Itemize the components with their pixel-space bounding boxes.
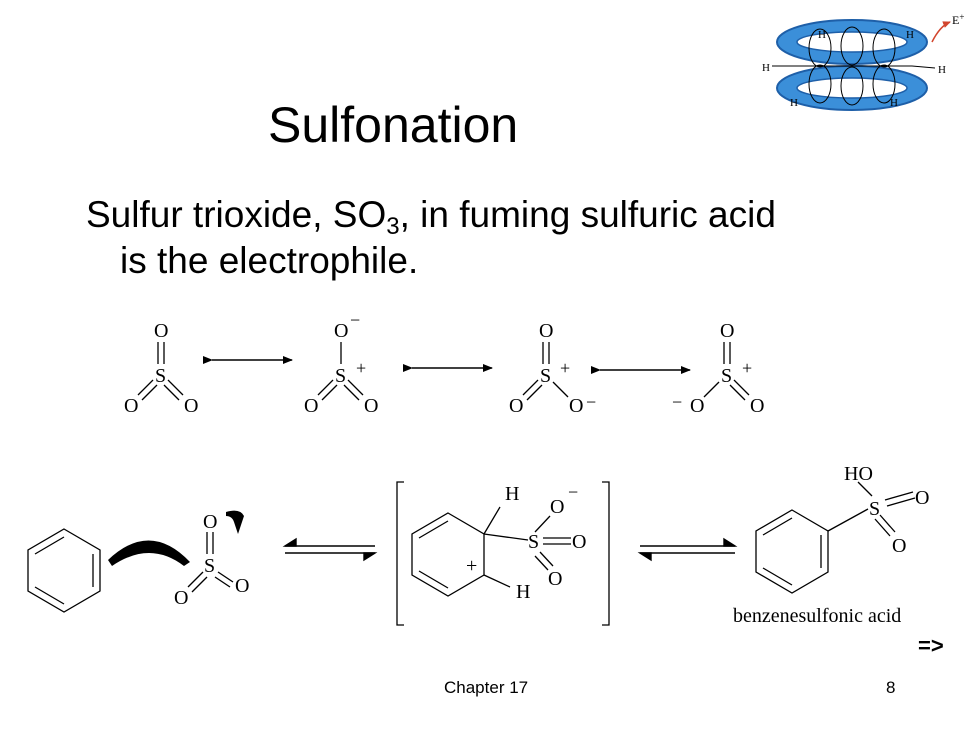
svg-text:O: O [690,395,704,417]
svg-text:O: O [154,320,168,342]
svg-text:O: O [572,531,586,553]
resonance-row: O S O O O − S + O O O [124,310,764,417]
svg-text:O: O [539,320,553,342]
svg-text:O: O [184,395,198,417]
svg-text:S: S [204,555,215,577]
svg-text:O: O [203,511,217,533]
svg-text:S: S [869,498,880,520]
svg-text:H: H [505,483,519,505]
svg-text:HO: HO [844,463,873,485]
footer-chapter: Chapter 17 [444,678,529,697]
svg-text:S: S [528,531,539,553]
benzenesulfonic-acid: HO S O O [755,463,929,594]
next-slide-arrow[interactable]: => [918,633,944,658]
so3-electrophile: O S O O [174,511,249,609]
svg-text:S: S [540,365,551,387]
svg-text:O: O [304,395,318,417]
svg-text:O: O [364,395,378,417]
svg-text:+: + [560,358,570,378]
svg-text:−: − [568,482,578,502]
electron-push-arrow-icon [226,510,244,534]
svg-text:O: O [124,395,138,417]
svg-text:O: O [720,320,734,342]
svg-text:O: O [509,395,523,417]
so3-resonance-1: O S O O [124,320,198,417]
svg-text:−: − [350,310,360,330]
sigma-complex: H H + S O − O O [396,481,610,626]
svg-text:−: − [672,392,682,412]
equilibrium-arrow-icon [637,537,738,562]
footer-page-number: 8 [886,678,896,697]
slide-title: Sulfonation [268,97,519,153]
left-bracket [396,481,404,626]
logo-h-label: H [818,29,826,41]
svg-text:O: O [892,535,906,557]
subscript-3: 3 [386,213,400,240]
body-line-1: Sulfur trioxide, SO3, in fuming sulfuric… [86,194,776,239]
svg-text:O: O [174,587,188,609]
electron-attack-arrow-icon [108,540,190,566]
svg-text:S: S [721,365,732,387]
svg-text:O: O [550,496,564,518]
svg-text:−: − [586,392,596,412]
svg-text:+: + [742,358,752,378]
electrophile-label: E+ [952,12,964,27]
reaction-row: O S O O [27,463,929,627]
logo-h-label: H [790,97,798,109]
logo-h-label: H [938,64,946,76]
body-line-2: is the electrophile. [120,240,419,281]
product-name-label: benzenesulfonic acid [733,605,901,627]
so3-resonance-3: O S + O O − [509,320,596,417]
svg-text:+: + [356,358,366,378]
svg-text:O: O [915,487,929,509]
so3-resonance-2: O − S + O O [304,310,378,417]
logo-h-label: H [890,97,898,109]
logo-h-label: H [906,29,914,41]
svg-text:+: + [466,555,477,577]
svg-text:O: O [750,395,764,417]
svg-text:O: O [548,568,562,590]
right-bracket [602,481,610,626]
electrophile-arrow-icon [931,21,951,43]
benzene-orbital-logo: H H H H H H E+ [762,12,964,111]
body-line-1-pre: Sulfur trioxide, SO [86,194,387,235]
svg-text:O: O [569,395,583,417]
logo-h-label: H [762,62,770,74]
svg-text:S: S [155,365,166,387]
svg-text:S: S [335,365,346,387]
so3-resonance-4: O S + − O O [672,320,764,417]
svg-text:O: O [235,575,249,597]
slide-body-text: Sulfur trioxide, SO3, in fuming sulfuric… [86,192,946,284]
body-line-1-post: , in fuming sulfuric acid [399,194,776,235]
equilibrium-arrow-icon [282,537,378,562]
svg-text:H: H [516,581,530,603]
benzene-reactant [27,528,101,613]
svg-text:O: O [334,320,348,342]
